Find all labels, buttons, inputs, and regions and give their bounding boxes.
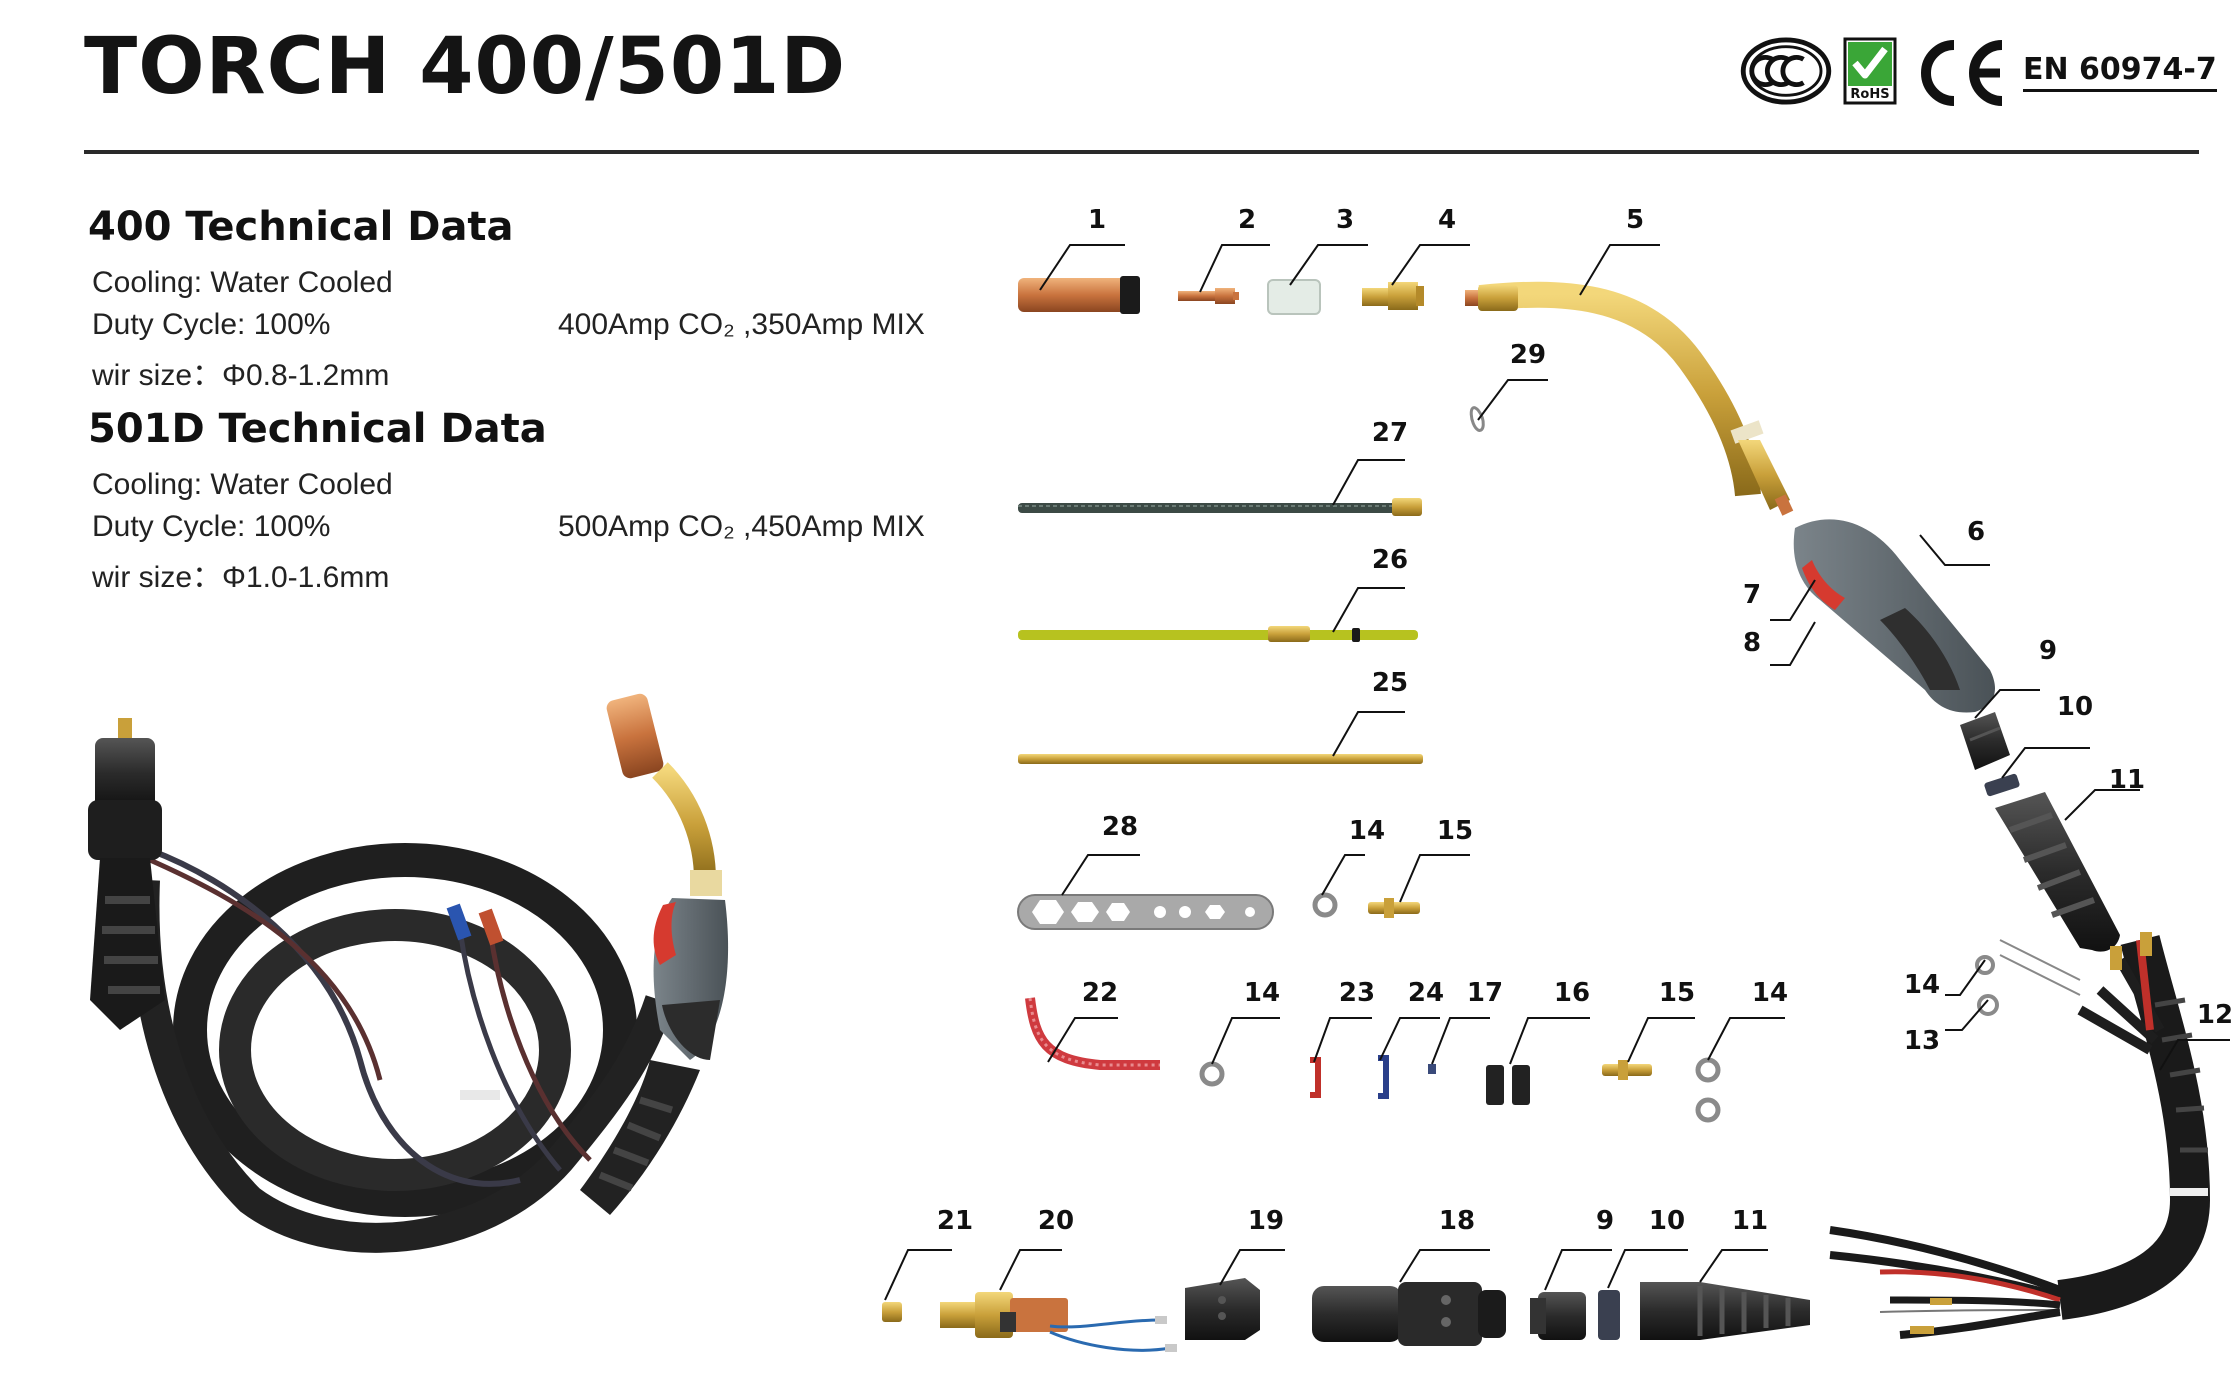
rohs-check-icon (1843, 37, 1897, 105)
part-label-13: 13 (1903, 1026, 1941, 1056)
part-label-1: 1 (1087, 205, 1107, 235)
part-label-6: 6 (1966, 517, 1986, 547)
part-label-27: 27 (1371, 418, 1409, 448)
part-14-clamp-right (1975, 955, 1995, 975)
page-title: TORCH 400/501D (84, 22, 847, 112)
part-label-2: 2 (1237, 205, 1257, 235)
part-14-clamp-b (1199, 1061, 1225, 1087)
part-label-20: 20 (1037, 1206, 1075, 1236)
part-label-10-a: 10 (2056, 692, 2094, 722)
part-24-clip (1378, 1055, 1389, 1099)
part-label-3: 3 (1335, 205, 1355, 235)
part-13-clamp (1977, 994, 1999, 1016)
part-28-wrench (1017, 894, 1274, 930)
part-label-23: 23 (1338, 978, 1376, 1008)
part-14-clamp-a (1312, 892, 1338, 918)
spec-501d-heading: 501D Technical Data (88, 406, 547, 452)
leader-lines (884, 244, 2230, 1301)
part-17-screw (1428, 1064, 1436, 1074)
spec-501d-amps: 500Amp CO₂ ,450Amp MIX (558, 510, 925, 543)
spec-501d-cooling: Cooling: Water Cooled (92, 468, 393, 501)
part-label-29: 29 (1509, 340, 1547, 370)
part-label-15-a: 15 (1436, 816, 1474, 846)
part-label-22: 22 (1081, 978, 1119, 1008)
assembled-torch-image (88, 693, 729, 1253)
part-label-26: 26 (1371, 545, 1409, 575)
part-25-liner (1018, 754, 1423, 764)
part-label-25: 25 (1371, 668, 1409, 698)
part-18-connector-housing (1312, 1282, 1506, 1346)
part-11-strain-relief (1995, 792, 2120, 952)
part-12-cable-harness (1829, 932, 2211, 1339)
part-label-15-b: 15 (1658, 978, 1696, 1008)
cable-loop-outer (173, 843, 637, 1217)
header-divider (84, 150, 2199, 154)
part-21-cap (882, 1302, 902, 1322)
part-26-liner (1018, 626, 1418, 642)
spec-501d-duty: Duty Cycle: 100% (92, 510, 331, 543)
part-label-16: 16 (1553, 978, 1591, 1008)
part-19-sleeve (1185, 1278, 1260, 1340)
standard-label: EN 60974-7 (2023, 52, 2217, 92)
part-label-9-b: 9 (1595, 1206, 1615, 1236)
part-10-ring (1984, 773, 2020, 797)
part-22-hose (1025, 997, 1160, 1070)
part-15-nipple-a (1368, 898, 1420, 918)
part-2-contact-tip (1178, 288, 1239, 304)
part-label-14-a: 14 (1348, 816, 1386, 846)
cable-loop-inner (219, 909, 571, 1191)
part-label-8: 8 (1742, 628, 1762, 658)
part-11-strain-relief-bottom (1640, 1282, 1810, 1340)
part-1-nozzle (1018, 276, 1140, 314)
part-label-17: 17 (1466, 978, 1504, 1008)
part-4-tip-holder (1362, 282, 1424, 310)
part-3-insulator (1267, 279, 1321, 315)
part-16-sleeves (1486, 1065, 1530, 1105)
part-label-11-b: 11 (1731, 1206, 1769, 1236)
ccc-mark-icon (1740, 37, 1832, 105)
part-label-5: 5 (1625, 205, 1645, 235)
spec-400-duty: Duty Cycle: 100% (92, 308, 331, 341)
part-23-clip (1310, 1057, 1321, 1098)
part-15-nipple-b (1602, 1060, 1652, 1080)
spec-400-wire: wir size：Φ0.8-1.2mm (92, 359, 390, 392)
spec-400-heading: 400 Technical Data (88, 204, 514, 250)
part-9-collar-bottom (1530, 1292, 1586, 1340)
rohs-label: RoHS (1850, 87, 1890, 102)
part-label-12: 12 (2196, 1000, 2234, 1030)
part-label-21: 21 (936, 1206, 974, 1236)
part-9-collar (1960, 712, 2010, 770)
part-label-28: 28 (1101, 812, 1139, 842)
part-14-clamp-c (1695, 1057, 1721, 1123)
part-label-10-b: 10 (1648, 1206, 1686, 1236)
part-label-19: 19 (1247, 1206, 1285, 1236)
part-label-9-a: 9 (2038, 636, 2058, 666)
part-label-24: 24 (1407, 978, 1445, 1008)
spec-400-amps: 400Amp CO₂ ,350Amp MIX (558, 308, 925, 341)
part-20-connector-body (940, 1292, 1177, 1352)
part-29-clip (1469, 406, 1485, 432)
part-label-14-d: 14 (1903, 970, 1941, 1000)
part-label-14-c: 14 (1751, 978, 1789, 1008)
part-5-swan-neck (1465, 281, 1794, 516)
part-10-ring-bottom (1598, 1290, 1620, 1340)
part-6-handle (1793, 519, 1995, 713)
part-label-18: 18 (1438, 1206, 1476, 1236)
part-label-11-a: 11 (2108, 765, 2146, 795)
part-27-liner (1018, 498, 1422, 516)
ce-mark-icon (1921, 40, 2003, 106)
part-label-14-b: 14 (1243, 978, 1281, 1008)
part-label-7: 7 (1742, 580, 1762, 610)
spec-400-cooling: Cooling: Water Cooled (92, 266, 393, 299)
spec-501d-wire: wir size：Φ1.0-1.6mm (92, 561, 390, 594)
part-label-4: 4 (1437, 205, 1457, 235)
